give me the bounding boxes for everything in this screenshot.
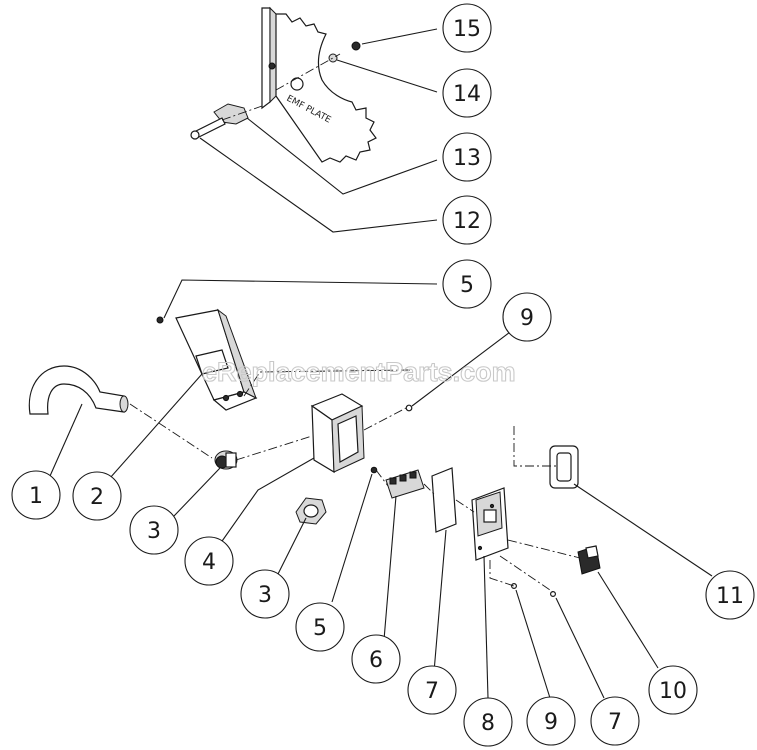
callout-3-lower: 3 xyxy=(240,569,290,619)
svg-text:2: 2 xyxy=(90,485,104,510)
svg-text:7: 7 xyxy=(608,710,622,735)
callout-15: 15 xyxy=(442,3,492,53)
emf-plate-assembly: EMF PLATE xyxy=(190,6,377,163)
leader-lines xyxy=(49,28,713,699)
callout-9-upper: 9 xyxy=(502,292,552,342)
svg-text:13: 13 xyxy=(453,146,481,171)
callout-8: 8 xyxy=(463,697,513,747)
callout-12: 12 xyxy=(442,195,492,245)
callout-1: 1 xyxy=(11,470,61,520)
callout-7-left: 7 xyxy=(407,665,457,715)
callout-14: 14 xyxy=(442,68,492,118)
gasket xyxy=(431,467,457,533)
callout-10: 10 xyxy=(648,665,698,715)
svg-text:6: 6 xyxy=(369,648,383,673)
callout-9-lower: 9 xyxy=(526,696,576,746)
svg-text:5: 5 xyxy=(313,616,327,641)
switch-frame xyxy=(549,445,579,489)
washer-14 xyxy=(328,53,338,63)
callout-6: 6 xyxy=(351,634,401,684)
svg-text:8: 8 xyxy=(481,711,495,736)
callout-5-upper: 5 xyxy=(442,259,492,309)
watermark: eReplacementParts.com xyxy=(202,357,516,387)
svg-text:11: 11 xyxy=(716,584,744,609)
svg-text:9: 9 xyxy=(544,710,558,735)
terminal-block xyxy=(385,469,425,499)
emf-plate xyxy=(275,13,377,163)
svg-text:5: 5 xyxy=(460,273,474,298)
svg-text:4: 4 xyxy=(202,550,216,575)
callout-7-right: 7 xyxy=(590,696,640,746)
svg-text:10: 10 xyxy=(659,679,687,704)
screw-5-lower xyxy=(370,466,378,474)
screw-7-lower xyxy=(549,590,556,597)
svg-text:7: 7 xyxy=(425,679,439,704)
svg-text:15: 15 xyxy=(453,17,481,42)
callout-2: 2 xyxy=(72,471,122,521)
svg-text:3: 3 xyxy=(258,583,272,608)
plate-bracket xyxy=(261,7,271,110)
rocker-switch xyxy=(577,545,601,575)
callout-13: 13 xyxy=(442,132,492,182)
svg-text:12: 12 xyxy=(453,209,481,234)
screw-9-upper xyxy=(405,404,413,412)
callout-4: 4 xyxy=(184,536,234,586)
lock-nut-lower xyxy=(295,497,327,525)
assembly-lines xyxy=(129,369,581,593)
svg-text:3: 3 xyxy=(147,519,161,544)
mounting-bracket xyxy=(156,308,258,411)
face-plate xyxy=(471,487,509,561)
svg-text:14: 14 xyxy=(453,82,481,107)
bushing-upper xyxy=(214,450,238,470)
screw-9-lower xyxy=(511,582,518,589)
callout-11: 11 xyxy=(705,570,755,620)
svg-text:1: 1 xyxy=(29,484,43,509)
callout-5-lower: 5 xyxy=(295,602,345,652)
nut-15 xyxy=(351,41,361,51)
svg-text:9: 9 xyxy=(520,306,534,331)
callout-3-upper: 3 xyxy=(129,505,179,555)
switch-box xyxy=(310,393,365,474)
bent-tube-part xyxy=(28,365,129,415)
